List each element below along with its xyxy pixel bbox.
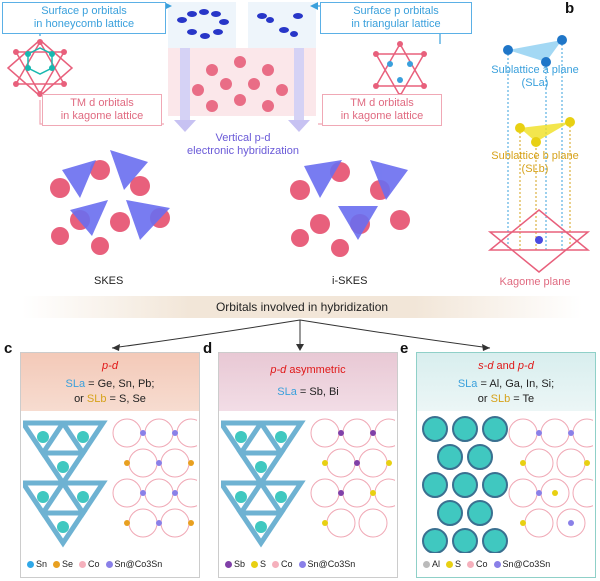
- card-d-title-pd: p-d: [270, 364, 287, 376]
- label-tm-right-line1: TM d orbitals: [350, 97, 414, 109]
- label-vertical-hybridization: Vertical p-d electronic hybridization: [180, 132, 306, 158]
- card-e-line1: SLa = Al, Ga, In, Si;: [417, 377, 595, 392]
- card-e-slb-val: = Te: [510, 393, 535, 405]
- panel-label-c: c: [4, 340, 13, 357]
- card-e-title-pd: p-d: [517, 360, 534, 372]
- hybridization-schematic: [6, 2, 441, 257]
- banner-arrows: [111, 319, 491, 351]
- label-iskes: i-SKES: [332, 275, 368, 287]
- label-vertical-line1: Vertical p-d: [215, 132, 271, 144]
- legend-c-se: Se: [53, 559, 73, 569]
- card-c-title: p-d: [102, 360, 118, 372]
- legend-c-sn: Sn: [27, 559, 47, 569]
- card-c-lattice: [23, 418, 197, 548]
- card-d-line1: SLa = Sb, Bi: [219, 385, 397, 400]
- label-surface-honeycomb-line1: Surface p orbitals: [41, 5, 127, 17]
- card-d-header: [219, 353, 397, 411]
- card-d: p-d asymmetric SLa = Sb, Bi Sb S Co Sn@C…: [218, 352, 398, 578]
- card-e: s-d and p-d SLa = Al, Ga, In, Si; or SLb…: [416, 352, 596, 578]
- card-d-sla-key: SLa: [277, 386, 297, 398]
- legend-d-co: Co: [272, 559, 293, 569]
- label-surface-triangular-line1: Surface p orbitals: [353, 5, 439, 17]
- card-d-legend: Sb S Co Sn@Co3Sn: [225, 559, 355, 569]
- card-e-header: [417, 353, 595, 411]
- label-surface-triangular: Surface p orbitals in triangular lattice: [320, 2, 472, 34]
- label-surface-triangular-line2: in triangular lattice: [351, 18, 441, 30]
- legend-e-co: Co: [467, 559, 488, 569]
- legend-c-co: Co: [79, 559, 100, 569]
- label-kagome-plane: Kagome plane: [499, 276, 571, 288]
- legend-d-sn-co3sn: Sn@Co3Sn: [298, 559, 355, 569]
- card-c-slb-val: = S, Se: [106, 393, 146, 405]
- label-sla-plane: Sublattice a plane (SLa): [470, 64, 600, 90]
- card-c-sla-val: = Ge, Sn, Pb;: [85, 378, 155, 390]
- legend-e-s: S: [446, 559, 461, 569]
- panel-label-e: e: [400, 340, 409, 357]
- card-e-sla-val: = Al, Ga, In, Si;: [477, 378, 555, 390]
- label-tm-left: TM d orbitals in kagome lattice: [42, 94, 162, 126]
- card-c-line1: SLa = Ge, Sn, Pb;: [21, 377, 199, 392]
- label-sla-line1: Sublattice a plane: [491, 64, 579, 76]
- legend-d-sb: Sb: [225, 559, 245, 569]
- legend-e-sn-co3sn: Sn@Co3Sn: [493, 559, 550, 569]
- card-c: p-d SLa = Ge, Sn, Pb; or SLb = S, Se Sn …: [20, 352, 200, 578]
- label-sla-line2: (SLa): [521, 77, 549, 89]
- card-c-sla-key: SLa: [65, 378, 86, 390]
- legend-c-sn-co3sn: Sn@Co3Sn: [105, 559, 162, 569]
- label-slb-line2: (SLb): [521, 163, 549, 175]
- legend-e-al: Al: [423, 559, 440, 569]
- card-e-legend: Al S Co Sn@Co3Sn: [423, 559, 550, 569]
- card-e-slb-key: SLb: [490, 393, 511, 405]
- orbitals-banner: Orbitals involved in hybridization: [22, 296, 582, 318]
- card-c-or: or: [74, 393, 87, 405]
- card-c-line2: or SLb = S, Se: [21, 392, 199, 407]
- card-e-title-and: and: [493, 360, 518, 372]
- card-e-lattice: [422, 416, 593, 553]
- card-c-header: [21, 353, 199, 411]
- card-e-or: or: [477, 393, 491, 405]
- panel-label-b: b: [565, 0, 575, 17]
- card-c-legend: Sn Se Co Sn@Co3Sn: [27, 559, 162, 569]
- sublattice-planes-diagram: [487, 35, 591, 273]
- card-d-title-suffix: asymmetric: [286, 364, 346, 376]
- label-skes: SKES: [94, 275, 124, 287]
- card-c-slb-key: SLb: [86, 393, 107, 405]
- card-e-line2: or SLb = Te: [417, 392, 595, 407]
- card-d-title: p-d asymmetric: [219, 363, 397, 378]
- label-slb-line1: Sublattice b plane: [491, 150, 579, 162]
- label-surface-honeycomb-line2: in honeycomb lattice: [33, 18, 135, 30]
- label-tm-right-line2: in kagome lattice: [340, 110, 424, 122]
- card-e-title-sd: s-d: [478, 360, 494, 372]
- card-e-sla-key: SLa: [457, 378, 478, 390]
- card-e-title: s-d and p-d: [417, 359, 595, 374]
- label-vertical-line2: electronic hybridization: [187, 145, 299, 157]
- panel-label-d: d: [203, 340, 213, 357]
- legend-d-s: S: [251, 559, 266, 569]
- card-d-lattice: [221, 418, 395, 548]
- label-slb-plane: Sublattice b plane (SLb): [470, 150, 600, 176]
- card-d-sla-val: = Sb, Bi: [296, 386, 339, 398]
- label-tm-left-line2: in kagome lattice: [60, 110, 144, 122]
- label-surface-honeycomb: Surface p orbitals in honeycomb lattice: [2, 2, 166, 34]
- label-tm-left-line1: TM d orbitals: [70, 97, 134, 109]
- label-tm-right: TM d orbitals in kagome lattice: [322, 94, 442, 126]
